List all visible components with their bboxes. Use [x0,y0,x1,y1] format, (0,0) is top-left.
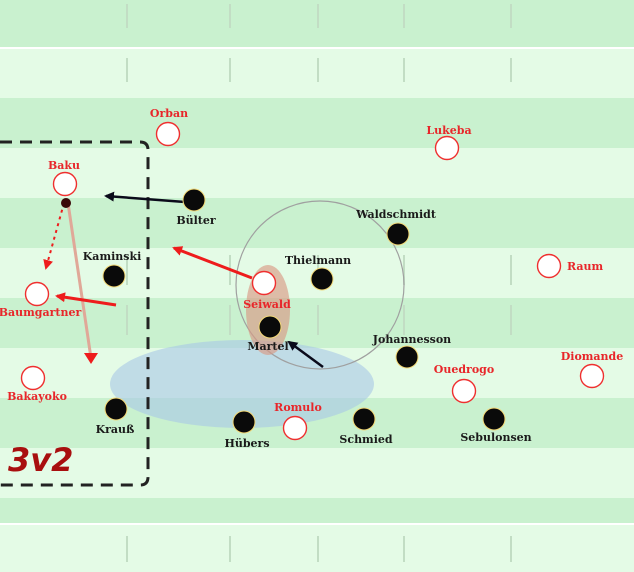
player-krauss: Krauß [96,397,135,436]
player-martel: Martel [247,315,289,353]
player-marker [251,270,277,296]
player-marker [102,264,126,288]
player-name: Bakayoko [7,390,67,403]
player-romulo: Romulo [274,401,322,441]
player-name: Romulo [274,401,322,414]
player-marker [386,222,410,246]
player-hubers: Hübers [224,410,270,450]
player-diomande: Diomande [561,350,624,389]
player-name: Seiwald [243,298,291,311]
player-ouedrogo: Ouedrogo [434,363,494,404]
player-name: Ouedrogo [434,363,494,376]
baku-run-arrow [43,202,65,270]
player-marker [182,188,206,212]
player-name: Kaminski [83,250,142,263]
player-baku: Baku [48,159,80,197]
player-name: Hübers [224,437,269,450]
player-marker [395,345,419,369]
player-kaminski: Kaminski [83,250,142,288]
player-name: Diomande [561,350,624,363]
player-orban: Orban [150,107,188,147]
press-zone-ellipse [110,340,374,428]
pitch-stripe [0,198,634,248]
player-marker [155,121,181,147]
pitch-lines [0,47,634,525]
player-name: Baumgartner [0,306,81,319]
player-marker [310,267,334,291]
center-circle [235,200,405,370]
player-lukeba: Lukeba [426,124,472,161]
player-marker [282,415,308,441]
player-name: Martel [247,340,288,353]
player-marker [104,397,128,421]
ball [61,198,71,208]
player-name: Raum [567,260,604,273]
player-name: Orban [150,107,188,120]
player-name: Waldschmidt [355,208,437,221]
player-marker [434,135,460,161]
baumgartner-move-arrow [55,292,117,307]
player-name: Bülter [176,214,216,227]
player-marker [20,365,46,391]
player-name: Krauß [96,423,135,436]
player-johannesson: Johannesson [372,333,451,369]
player-marker [232,410,256,434]
pitch-stripe [0,498,634,524]
player-marker [352,407,376,431]
player-name: Johannesson [372,333,451,346]
player-name: Lukeba [426,124,471,137]
player-raum: Raum [536,253,604,279]
player-marker [579,363,605,389]
martel-press-arrow [287,340,324,369]
pitch-stripe [0,448,634,498]
pitch-stripe [0,148,634,198]
player-marker [258,315,282,339]
player-marker [24,281,50,307]
seiwald-move-arrow [172,246,253,280]
baku-pass-line [66,202,93,359]
player-marker [52,171,78,197]
player-marker [451,378,477,404]
player-bulter: Bülter [176,188,216,227]
player-waldschmidt: Waldschmidt [355,208,437,246]
bulter-press-arrow [104,191,186,204]
baku-pass-arrowhead [84,353,98,364]
overload-zone-box [0,140,150,487]
black-team-players: Bülter Waldschmidt Thielmann Kaminski Ma… [83,188,532,450]
red-team-players: Orban Lukeba Baku Raum Seiwald Baumgartn… [0,107,624,441]
player-name: Schmied [339,433,392,446]
player-marker [536,253,562,279]
player-sebulonsen: Sebulonsen [460,407,532,444]
player-seiwald: Seiwald [243,270,291,311]
player-thielmann: Thielmann [285,254,351,291]
player-name: Thielmann [285,254,351,267]
overload-label: 3v2 [8,441,73,479]
player-name: Baku [48,159,80,172]
pitch-stripe [0,98,634,148]
player-baumgartner: Baumgartner [0,281,81,319]
player-marker [482,407,506,431]
player-name: Sebulonsen [460,431,531,444]
player-schmied: Schmied [339,407,393,446]
player-bakayoko: Bakayoko [7,365,67,403]
